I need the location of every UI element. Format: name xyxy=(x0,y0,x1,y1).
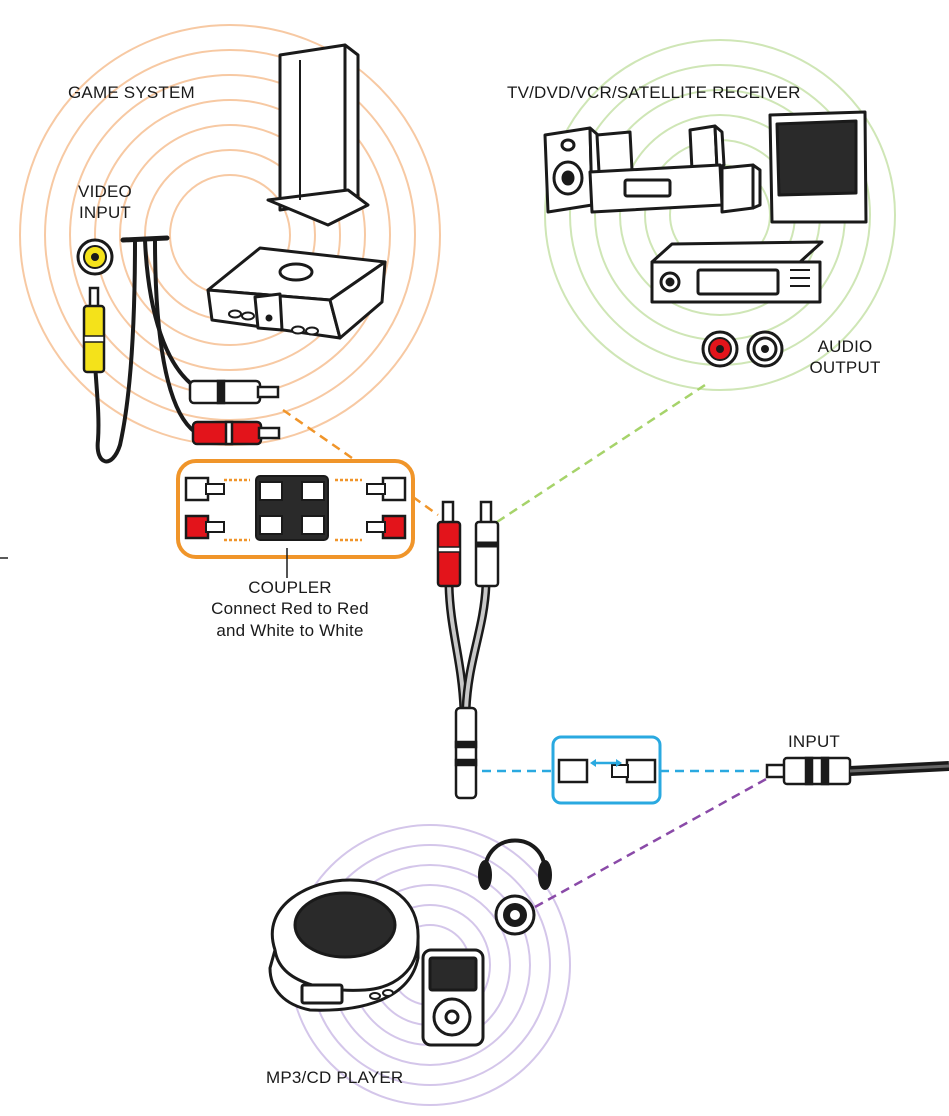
coupler-label: COUPLER xyxy=(248,578,332,597)
splitter-white-plug xyxy=(474,500,500,588)
tv-icon xyxy=(768,110,868,224)
tv-receiver-label: TV/DVD/VCR/SATELLITE RECEIVER xyxy=(507,83,801,102)
audio-output-jacks xyxy=(701,330,784,368)
input-plug xyxy=(765,756,949,786)
orange-dashed-line-right xyxy=(412,495,439,517)
adapter-box xyxy=(551,735,662,805)
video-input-jack xyxy=(76,238,114,276)
video-input-label: VIDEO INPUT xyxy=(70,181,140,224)
video-input-label-line2: INPUT xyxy=(79,203,131,223)
mp3-player-icon xyxy=(421,948,485,1047)
cd-player-icon xyxy=(268,878,420,1012)
coupler-note-line1: Connect Red to Red xyxy=(211,599,369,619)
coupler-caption: COUPLER Connect Red to Red and White to … xyxy=(185,577,395,641)
coupler-box xyxy=(176,459,415,578)
game-system-label: GAME SYSTEM xyxy=(68,83,195,102)
coupler-note-line2: and White to White xyxy=(216,620,364,640)
green-dashed-line xyxy=(496,383,706,524)
splitter-red-plug xyxy=(436,500,462,588)
av-cable-bundle xyxy=(92,235,202,464)
vertical-console-icon xyxy=(266,43,370,227)
mp3-cd-player-label: MP3/CD PLAYER xyxy=(266,1068,404,1087)
splitter-mini-plug xyxy=(454,706,478,800)
av-receiver-icon xyxy=(650,240,824,304)
game-console-icon xyxy=(206,246,387,340)
headphone-jack xyxy=(494,894,536,936)
input-label: INPUT xyxy=(788,732,840,751)
red-audio-plug xyxy=(191,420,281,446)
orange-dashed-line-top xyxy=(282,408,353,460)
white-audio-plug xyxy=(188,379,280,405)
video-input-label-line1: VIDEO xyxy=(78,182,132,201)
audio-output-label-line2: OUTPUT xyxy=(809,358,881,378)
headphones-icon xyxy=(478,838,552,890)
y-splitter-cable xyxy=(444,580,491,715)
audio-output-label-line1: AUDIO xyxy=(817,337,873,356)
yellow-video-plug xyxy=(82,286,106,374)
audio-output-label: AUDIO OUTPUT xyxy=(805,336,885,379)
speakers-and-receiver-icon xyxy=(543,124,762,214)
